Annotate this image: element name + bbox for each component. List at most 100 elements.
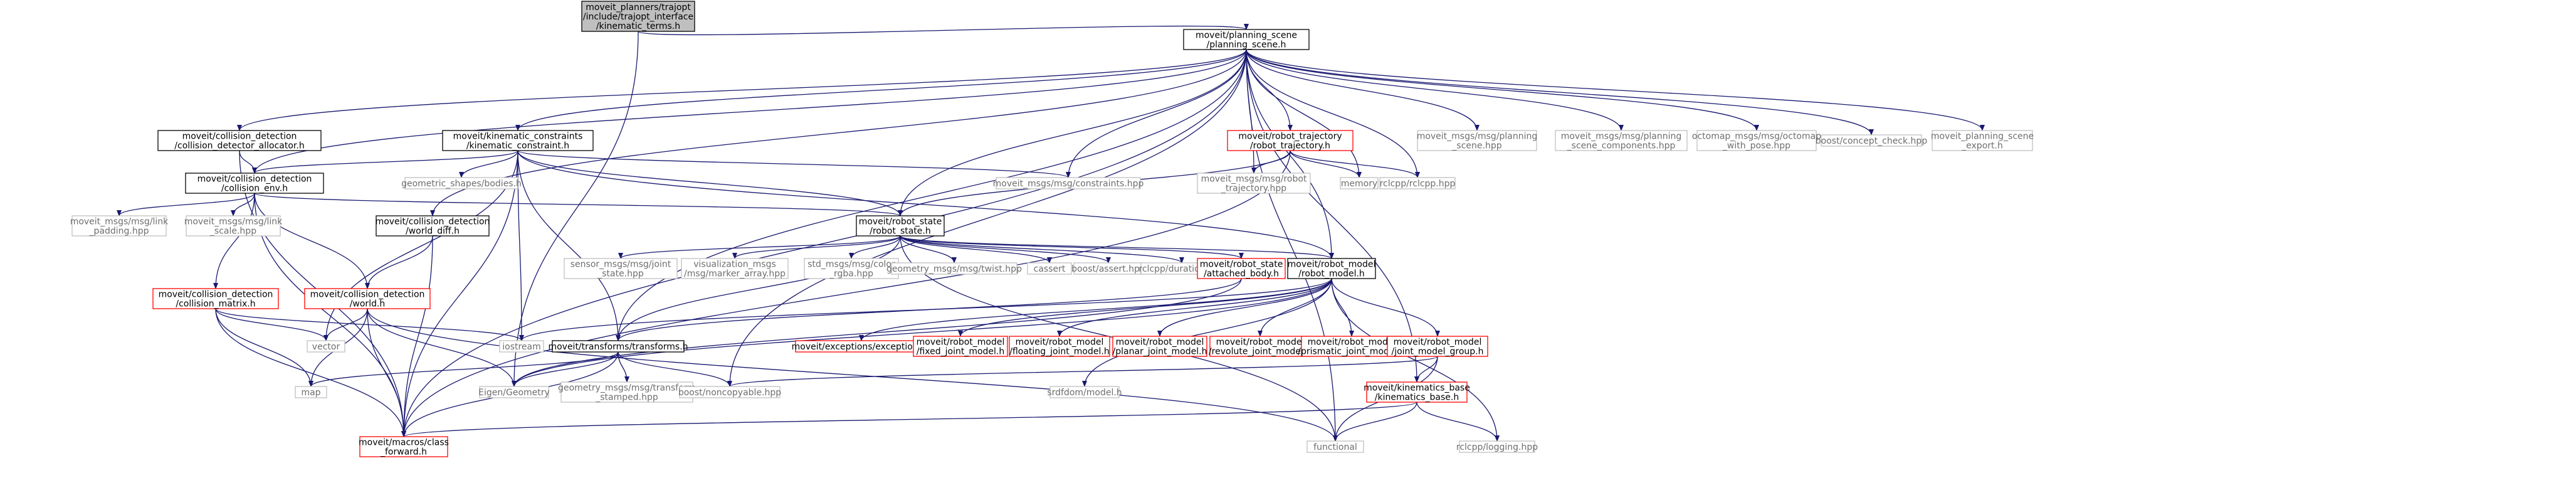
node-shapes_bodies: geometric_shapes/bodies.h — [401, 177, 522, 189]
node-label-boost_assert-line-0: boost/assert.hpp — [1071, 264, 1145, 274]
node-label-cassert-line-0: cassert — [1034, 264, 1066, 274]
node-label-iostream-line-0: iostream — [502, 342, 541, 352]
node-box-map — [295, 386, 327, 398]
node-color_rgba: std_msgs/msg/color_rgba.hpp — [804, 258, 899, 279]
dependency-edges — [117, 23, 1985, 442]
node-box-rclcpp — [1379, 177, 1456, 189]
node-cd_env[interactable]: moveit/collision_detection/collision_env… — [185, 173, 324, 194]
node-box-srdfdom — [1049, 386, 1120, 398]
node-marker_array: visualization_msgs/msg/marker_array.hpp — [681, 258, 789, 279]
node-class_forward[interactable]: moveit/macros/class_forward.h — [359, 436, 449, 457]
node-planning_scene[interactable]: moveit/planning_scene/planning_scene.h — [1183, 29, 1310, 50]
edge-planning_scene-to-concept_check — [1246, 49, 1874, 136]
node-label-coll_matrix-line-0: moveit/collision_detection — [159, 290, 273, 300]
edge-world-to-eigen_geometry — [367, 308, 517, 387]
node-attached_body[interactable]: moveit/robot_state/attached_body.h — [1197, 258, 1286, 279]
node-robot_traj[interactable]: moveit/robot_trajectory/robot_trajectory… — [1227, 130, 1354, 151]
node-label-kin_base-line-1: /kinematics_base.h — [1375, 393, 1459, 403]
node-world[interactable]: moveit/collision_detection/world.h — [304, 288, 431, 309]
edge-kin_base-to-logging — [1416, 402, 1500, 442]
edge-root-to-planning_scene — [638, 23, 1249, 36]
node-box-planning_scene — [1183, 29, 1310, 50]
edge-planning_scene-to-rclcpp — [1246, 49, 1420, 178]
edge-transforms-to-transform_stamped — [618, 351, 629, 383]
node-box-kin_base — [1366, 381, 1468, 403]
edge-joint_model_group-to-noncopyable — [727, 356, 1438, 387]
node-label-logging-line-0: rclcpp/logging.hpp — [1456, 442, 1538, 452]
node-revolute_joint[interactable]: moveit/robot_model/revolute_joint_model.… — [1209, 336, 1312, 357]
node-box-cd_alloc — [157, 130, 322, 151]
node-floating_joint[interactable]: moveit/robot_model/floating_joint_model.… — [1009, 336, 1110, 357]
node-box-transforms — [552, 340, 685, 353]
node-box-shapes_bodies — [404, 177, 518, 189]
node-label-world-line-1: /world.h — [350, 299, 386, 309]
edge-cd_env-to-robot_state — [254, 193, 903, 216]
node-label-noncopyable-line-0: boost/noncopyable.hpp — [678, 388, 781, 398]
node-world_diff[interactable]: moveit/collision_detection/world_diff.h — [376, 215, 490, 237]
edge-planning_scene-to-robot_state — [898, 49, 1247, 216]
node-box-robot_model — [1287, 258, 1376, 279]
node-box-vector — [307, 340, 345, 353]
edge-robot_traj-to-rclcpp — [1290, 150, 1420, 178]
node-robot_model[interactable]: moveit/robot_model/robot_model.h — [1287, 258, 1376, 279]
node-box-link_padding — [71, 215, 167, 237]
edge-world_diff-to-class_forward — [401, 235, 433, 437]
edge-robot_model-to-iostream — [519, 278, 1332, 341]
node-label-cd_alloc-line-0: moveit/collision_detection — [182, 132, 297, 142]
edge-robot_model-to-logging — [1331, 278, 1500, 442]
node-label-root-line-0: moveit_planners/trajopt — [586, 3, 691, 13]
edge-cd_env-to-coll_matrix — [213, 193, 255, 289]
node-label-joint_model_group-line-0: moveit/robot_model — [1394, 338, 1482, 348]
node-box-joint_model_group — [1387, 336, 1488, 357]
edge-planning_scene-to-msg_ps_components — [1246, 49, 1624, 131]
edge-robot_model-to-eigen_geometry — [512, 278, 1332, 387]
node-box-joint_state — [564, 258, 678, 279]
edge-coll_matrix-to-map — [215, 308, 313, 387]
edge-planning_scene-to-msg_planning_scene — [1246, 49, 1480, 131]
node-joint_model_group[interactable]: moveit/robot_model/joint_model_group.h — [1387, 336, 1488, 357]
node-kin_con[interactable]: moveit/kinematic_constraints/kinematic_c… — [442, 130, 594, 151]
node-cd_alloc[interactable]: moveit/collision_detection/collision_det… — [157, 130, 322, 151]
node-label-joint_state-line-0: sensor_msgs/msg/joint — [570, 260, 671, 270]
edge-transforms-to-map — [308, 351, 619, 387]
node-planar_joint[interactable]: moveit/robot_model/planar_joint_model.h — [1112, 336, 1207, 357]
node-transforms[interactable]: moveit/transforms/transforms.h — [548, 340, 688, 353]
node-label-color_rgba-line-1: _rgba.hpp — [829, 269, 873, 279]
node-transform_stamped: geometry_msgs/msg/transform_stamped.hpp — [558, 381, 696, 403]
edge-cd_env-to-link_scale — [231, 193, 255, 216]
node-exceptions[interactable]: moveit/exceptions/exceptions.h — [792, 340, 932, 353]
node-label-attached_body-line-1: /attached_body.h — [1204, 269, 1279, 279]
node-box-color_rgba — [804, 258, 899, 279]
node-robot_state[interactable]: moveit/robot_state/robot_state.h — [856, 215, 945, 237]
node-root[interactable]: moveit_planners/trajopt/include/trajopt_… — [581, 1, 695, 32]
node-label-robot_traj-line-0: moveit/robot_trajectory — [1238, 132, 1342, 142]
node-coll_matrix[interactable]: moveit/collision_detection/collision_mat… — [152, 288, 279, 309]
edge-kin_base-to-functional — [1333, 402, 1417, 442]
edge-robot_model-to-revolute_joint — [1258, 278, 1332, 337]
edge-planning_scene-to-memory — [1246, 49, 1362, 178]
node-iostream: iostream — [499, 340, 544, 353]
node-kin_base[interactable]: moveit/kinematics_base/kinematics_base.h — [1364, 381, 1470, 403]
node-label-link_scale-line-1: _scale.hpp — [209, 226, 256, 237]
node-label-marker_array-line-0: visualization_msgs — [693, 260, 776, 270]
header-nodes: moveit_planners/trajopt/include/trajopt_… — [70, 1, 2034, 457]
edge-robot_model-to-prismatic_joint — [1331, 278, 1354, 337]
node-box-robot_state — [856, 215, 945, 237]
node-msg_ps_components: moveit_msgs/msg/planning_scene_component… — [1555, 130, 1688, 151]
node-box-link_scale — [186, 215, 281, 237]
node-msg_planning_scene: moveit_msgs/msg/planning_scene.hpp — [1417, 130, 1537, 151]
node-label-link_padding-line-1: _padding.hpp — [89, 226, 149, 237]
edge-transforms-to-eigen_geometry — [512, 351, 619, 387]
node-joint_state: sensor_msgs/msg/joint_state.hpp — [564, 258, 678, 279]
edge-world_diff-to-world — [365, 235, 433, 289]
edge-kin_con-to-transforms — [517, 150, 621, 341]
node-link_padding: moveit_msgs/msg/link_padding.hpp — [70, 215, 169, 237]
edge-robot_model-to-planar_joint — [1157, 278, 1332, 337]
edge-robot_state-to-robot_model — [900, 235, 1334, 259]
node-label-exceptions-line-0: moveit/exceptions/exceptions.h — [792, 342, 932, 352]
node-label-marker_array-line-1: /msg/marker_array.hpp — [684, 269, 786, 279]
node-fixed_joint[interactable]: moveit/robot_model/fixed_joint_model.h — [913, 336, 1008, 357]
node-box-noncopyable — [679, 386, 781, 398]
node-label-transforms-line-0: moveit/transforms/transforms.h — [548, 342, 688, 352]
node-label-planning_scene-line-0: moveit/planning_scene — [1196, 31, 1297, 41]
